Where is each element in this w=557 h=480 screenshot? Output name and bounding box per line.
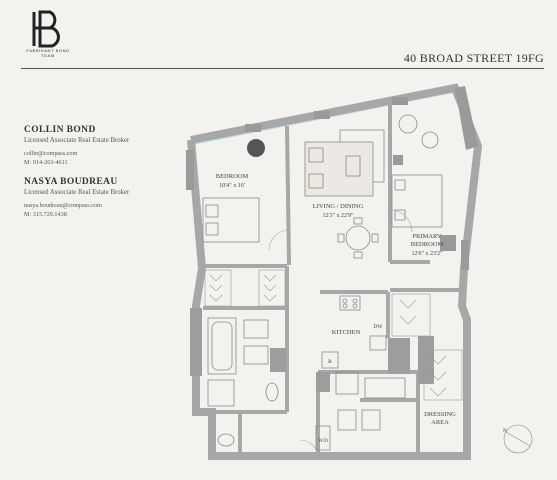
vanity <box>243 319 269 339</box>
agent-name: COLLIN BOND <box>24 125 96 135</box>
listing-address: 40 BROAD STREET 19FG <box>403 51 544 65</box>
bedroom-dims: 10'4" x 16' <box>219 183 245 189</box>
doors <box>268 209 413 459</box>
agent-card: COLLIN BOND Licensed Associate Real Esta… <box>24 124 184 167</box>
agent-contacts: COLLIN BOND Licensed Associate Real Esta… <box>24 124 184 228</box>
svg-text:N: N <box>503 429 507 434</box>
powder-toilet <box>217 433 235 447</box>
armchair <box>398 114 418 134</box>
header-divider <box>21 68 544 69</box>
bed <box>202 197 260 243</box>
refrigerator-label: R <box>328 359 332 365</box>
bedroom-label: BEDROOM <box>216 173 249 180</box>
primary-dims: 12'6" x 23'2" <box>411 251 443 257</box>
agent-name: NASYA BOUDREAU <box>24 177 118 187</box>
window-mullions <box>186 86 478 270</box>
dishwasher-label: DW <box>373 324 383 330</box>
team-name-line2: TEAM <box>41 53 55 58</box>
kitchen-label: KITCHEN <box>332 329 361 336</box>
washer-dryer <box>315 425 331 451</box>
vanity-2 <box>337 409 357 431</box>
dining-table <box>345 225 371 251</box>
structural-blocks <box>190 308 434 392</box>
shower <box>207 379 235 407</box>
agent-card: NASYA BOUDREAU Licensed Associate Real E… <box>24 176 184 219</box>
agent-phone[interactable]: M: 315.729.1438 <box>24 211 67 218</box>
team-logo: FABRIKANT BOND TEAM <box>23 8 73 58</box>
agent-phone[interactable]: M: 914-263-4611 <box>24 159 68 166</box>
fb-monogram-icon <box>32 10 60 48</box>
dressing-label-2: AREA <box>431 419 449 426</box>
refrigerator <box>321 351 339 369</box>
agent-title: Licensed Associate Real Estate Broker <box>24 137 130 144</box>
agent-email[interactable]: collin@compass.com <box>24 150 78 157</box>
living-label: LIVING / DINING <box>313 203 364 210</box>
washer-dryer-label: W/D <box>318 439 328 444</box>
bathtub-2 <box>364 377 406 399</box>
stove <box>339 295 361 311</box>
shower-2 <box>335 371 359 395</box>
living-dims: 12'3" x 22'9" <box>322 213 354 219</box>
lamp <box>247 139 265 157</box>
sink <box>369 335 387 351</box>
toilet <box>265 382 279 402</box>
dressing-label-1: DRESSING <box>424 411 456 418</box>
agent-title: Licensed Associate Real Estate Broker <box>24 189 130 196</box>
primary-label-2: BEDROOM <box>411 241 444 248</box>
agent-email[interactable]: nasya.boudreau@compass.com <box>24 202 102 209</box>
closets <box>204 269 463 401</box>
compass-icon: N <box>503 424 533 454</box>
primary-bed <box>391 174 443 228</box>
bathtub <box>207 317 237 375</box>
team-name-line1: FABRIKANT BOND <box>26 48 70 53</box>
primary-label-1: PRIMARY <box>412 233 442 240</box>
furniture <box>202 114 456 451</box>
